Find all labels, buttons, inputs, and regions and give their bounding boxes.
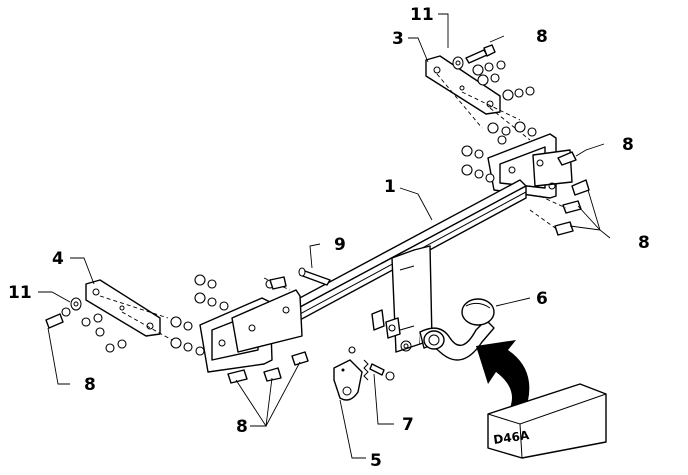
left-bolt-group: [45, 297, 127, 353]
label-8-right: 8: [638, 233, 650, 253]
label-11-left: 11: [8, 283, 32, 303]
bolt-9: [298, 267, 331, 286]
bracket-plate-4: [85, 279, 161, 337]
spring-screw-7: [363, 359, 395, 381]
left-lower-bolts: [227, 351, 309, 384]
label-8-left: 8: [84, 375, 96, 395]
top-bolt-group: [452, 44, 535, 101]
left-mounting-bracket: [199, 289, 303, 373]
label-7: 7: [402, 415, 414, 435]
label-8-bottom: 8: [236, 417, 248, 437]
product-code: D46A: [492, 428, 530, 447]
right-bracket-nuts: [461, 121, 537, 183]
label-11-top: 11: [410, 5, 434, 25]
towball-neck-6: [419, 298, 495, 361]
label-1: 1: [384, 177, 396, 197]
product-box: D46A: [487, 383, 607, 459]
part-labels: 11 3 8 8 1 8 9 4 11 6 8 8 7 5: [8, 5, 650, 471]
label-8-top: 8: [536, 27, 548, 47]
label-9: 9: [334, 235, 346, 255]
leader-lines: [38, 13, 611, 459]
label-6: 6: [536, 289, 548, 309]
label-4: 4: [52, 249, 64, 269]
label-8-upper-right: 8: [622, 135, 634, 155]
socket-plate-5: [333, 359, 363, 401]
right-bolts: [529, 151, 590, 236]
left-bracket-nuts: [170, 274, 275, 356]
label-5: 5: [370, 451, 382, 471]
label-3: 3: [392, 29, 404, 49]
socket-bracket: [371, 309, 401, 339]
install-arrow: [476, 340, 530, 414]
bracket-plate-3: [425, 55, 501, 115]
